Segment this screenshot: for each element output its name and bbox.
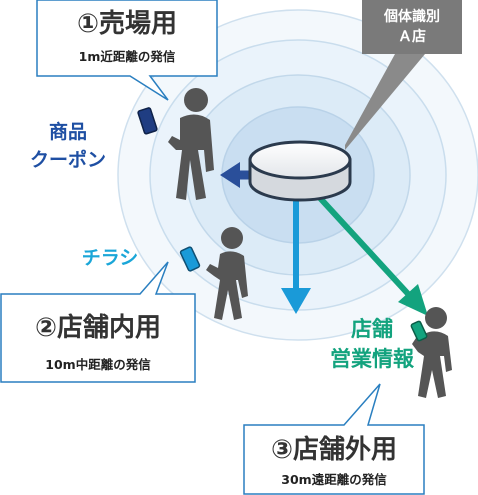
coupon-label-line2: クーポン xyxy=(30,148,106,171)
person-icon xyxy=(412,307,452,398)
callout-out-store-subtitle: 30m遠距離の発信 xyxy=(281,472,387,487)
store-info-arrow-icon xyxy=(398,284,428,316)
callout-sales-floor-subtitle: 1m近距離の発信 xyxy=(79,49,176,64)
callout-out-store: ③店舗外用 30m遠距離の発信 xyxy=(243,383,425,495)
flyer-arrow-icon xyxy=(281,288,311,314)
person-icon xyxy=(206,227,248,320)
store-info-label-line2: 営業情報 xyxy=(330,347,415,371)
callout-out-store-title: ③店舗外用 xyxy=(271,435,397,465)
beacon-label-line2: Ａ店 xyxy=(398,28,426,45)
smartphone-icon xyxy=(137,107,158,135)
store-info-label-line1: 店舗 xyxy=(351,317,393,341)
signal-arrows xyxy=(220,162,428,316)
callout-in-store-subtitle: 10m中距離の発信 xyxy=(45,357,151,372)
callout-in-store: ②店舗内用 10m中距離の発信 xyxy=(0,261,196,383)
callout-sales-floor-title: ①売場用 xyxy=(77,9,177,39)
beacon-id-tag: 個体識別 Ａ店 xyxy=(345,0,462,150)
smartphone-icon xyxy=(179,246,201,272)
smartphone-icon xyxy=(410,320,428,342)
callout-in-store-title: ②店舗内用 xyxy=(35,313,161,343)
coupon-label-line1: 商品 xyxy=(49,120,87,143)
coupon-arrow-icon xyxy=(220,162,240,188)
beacon-disc-icon xyxy=(248,140,352,202)
callout-sales-floor: ①売場用 1m近距離の発信 xyxy=(36,0,218,101)
beacon-label-line1: 個体識別 xyxy=(383,8,440,25)
flyer-label: チラシ xyxy=(82,247,139,269)
person-icon xyxy=(168,88,214,200)
